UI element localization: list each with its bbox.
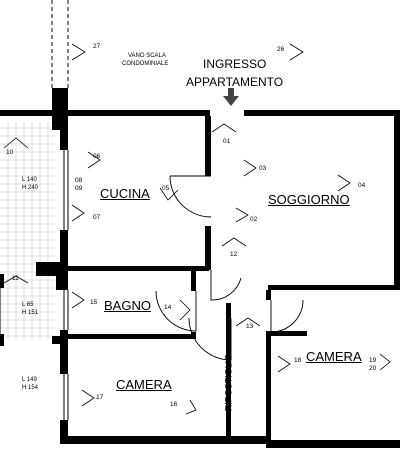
- photo-number: 06: [93, 153, 101, 160]
- window-dim-w1-l: L 140: [22, 177, 37, 183]
- window-dim-w2-l: L 65: [22, 302, 34, 308]
- room-label-bagno: BAGNO: [104, 298, 151, 313]
- photo-number: 02: [250, 216, 258, 223]
- walls: [0, 88, 400, 448]
- photo-number: 20: [369, 365, 377, 372]
- photo-number: 07: [93, 214, 101, 221]
- photo-number: 04: [358, 182, 366, 189]
- photo-number: 19: [369, 357, 377, 364]
- terrace-grid: [0, 122, 55, 340]
- window-dim-w1-h: H 240: [22, 185, 39, 191]
- photo-number: 17: [96, 394, 104, 401]
- photo-number: 05: [162, 185, 170, 192]
- photo-number: 16: [170, 401, 178, 408]
- room-label-soggiorno: SOGGIORNO: [268, 192, 350, 207]
- photo-number: 09: [75, 185, 83, 192]
- photo-number: 01: [223, 138, 231, 145]
- door-arcs: [155, 175, 304, 361]
- photo-number: 11: [12, 275, 19, 282]
- photo-number: 10: [6, 149, 14, 156]
- stairwell-label-line1: VANO SCALA: [128, 53, 166, 59]
- entrance-label-line1: INGRESSO: [203, 57, 267, 71]
- windows: [0, 150, 69, 420]
- room-label-camera-right: CAMERA: [306, 349, 362, 364]
- photo-number: 12: [230, 251, 238, 258]
- room-label-cucina: CUCINA: [100, 186, 150, 201]
- photo-number: 03: [259, 165, 267, 172]
- photo-number: 14: [164, 304, 172, 311]
- photo-number: 27: [93, 43, 101, 50]
- entrance-label-line2: APPARTAMENTO: [186, 75, 284, 89]
- stairwell-dashes: [51, 0, 69, 88]
- photo-number: 08: [75, 177, 83, 184]
- photo-marker-icons: [3, 43, 391, 415]
- photo-number: 18: [294, 357, 302, 364]
- window-dim-w3-l: L 149: [22, 377, 37, 383]
- photo-number: 13: [246, 323, 254, 330]
- entrance-arrow-icon: [223, 88, 239, 106]
- room-label-camera-left: CAMERA: [116, 377, 172, 392]
- window-dim-w2-h: H 151: [22, 310, 39, 316]
- room-label-ripostiglio: RIPOSTIGLIO: [223, 353, 234, 412]
- photo-number: 15: [90, 299, 98, 306]
- photo-number: 26: [277, 46, 285, 53]
- stairwell-label-line2: CONDOMINIALE: [122, 61, 169, 67]
- window-dim-w3-h: H 154: [22, 385, 39, 391]
